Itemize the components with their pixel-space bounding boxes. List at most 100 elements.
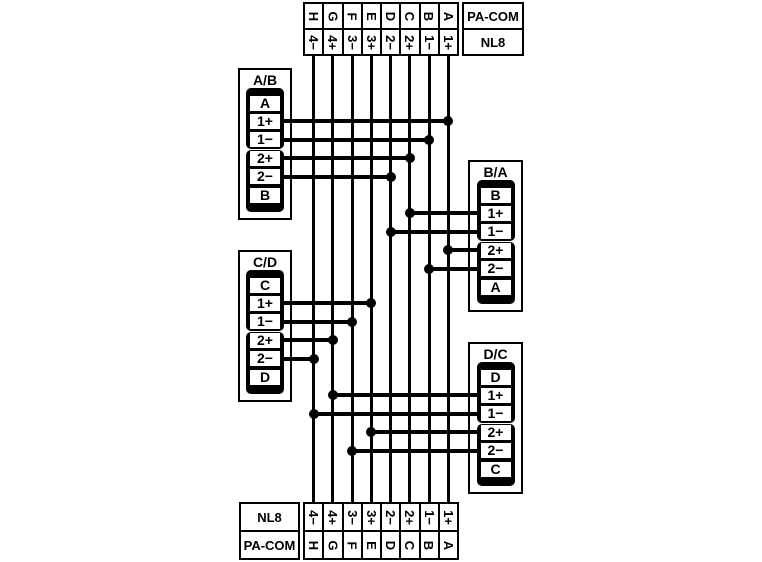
connector-title: C/D: [252, 254, 278, 270]
conductor-line-d: [389, 56, 393, 502]
top-header-circuit-cell: 1+: [439, 30, 457, 54]
wire-dc-1minus: [313, 411, 480, 416]
conductor-line-a: [446, 56, 450, 502]
bottom-header-circuit-label: 2+: [402, 509, 418, 525]
wire-cd-2plus: [281, 338, 333, 343]
pa-com-label: PA-COM: [464, 4, 522, 28]
bottom-header-circuit-cell: 1+: [439, 504, 457, 530]
bottom-header-circuit-cell: 3+: [362, 504, 380, 530]
wire-cd-1minus: [281, 319, 353, 324]
junction-dot-dc-2plus: [366, 427, 377, 438]
wire-dc-1plus: [332, 393, 480, 398]
junction-dot-ab-1minus: [424, 134, 435, 145]
terminal-cell: 2+: [480, 424, 511, 440]
bottom-header-circuit-label: 3+: [363, 509, 379, 525]
junction-dot-ba-2plus: [443, 245, 454, 256]
top-header-circuit-label: 4−: [306, 34, 322, 50]
top-header-label-box: PA-COM NL8: [462, 2, 524, 56]
wire-ab-1plus: [281, 119, 449, 124]
terminal-cell: C: [250, 277, 280, 293]
top-header-circuit-cell: 4−: [305, 30, 323, 54]
junction-dot-ba-1minus: [385, 226, 396, 237]
terminal-cell: 1+: [250, 113, 280, 129]
terminal-cell: 1−: [250, 314, 280, 330]
bottom-header-conductor-label: F: [344, 541, 360, 549]
bottom-header-conductor-cell: H: [305, 532, 323, 558]
junction-dot-cd-2minus: [308, 353, 319, 364]
top-header-conductor-cell: B: [420, 4, 438, 28]
bottom-header-circuit-cell: 2−: [382, 504, 400, 530]
bottom-header-circuit-cell: 4+: [324, 504, 342, 530]
wire-ab-2minus: [281, 174, 391, 179]
conductor-line-c: [408, 56, 412, 502]
top-header-conductor-label: D: [383, 11, 399, 21]
top-header-conductor-cell: A: [439, 4, 457, 28]
terminal-cell: 2−: [250, 169, 280, 185]
terminal-cell: B: [480, 187, 511, 203]
connector-title: B/A: [483, 164, 508, 180]
top-header-circuit-cell: 2+: [401, 30, 419, 54]
wire-ba-1minus: [390, 229, 480, 234]
terminal-cell: 2−: [480, 443, 511, 459]
top-header-conductor-cell: D: [382, 4, 400, 28]
terminal-cell: 1+: [480, 205, 511, 221]
terminal-cell: 2+: [250, 150, 280, 166]
top-header-circuit-label: 4+: [325, 34, 341, 50]
junction-dot-dc-1plus: [327, 390, 338, 401]
bottom-header-conductor-cell: A: [439, 532, 457, 558]
top-header-circuit-label: 3+: [363, 34, 379, 50]
bottom-header-conductor-cell: D: [382, 532, 400, 558]
bottom-header-conductor-label: C: [402, 540, 418, 550]
bottom-header-conductor-label: A: [440, 540, 456, 550]
bottom-header-conductor-cell: B: [420, 532, 438, 558]
bottom-header-conductor-cell: G: [324, 532, 342, 558]
top-header-circuit-label: 1+: [440, 34, 456, 50]
wire-dc-2plus: [371, 430, 480, 435]
top-header-circuit-cell: 2−: [382, 30, 400, 54]
top-header-circuit-label: 3−: [344, 34, 360, 50]
bottom-header-conductor-cell: E: [362, 532, 380, 558]
bottom-header-circuit-cell: 4−: [305, 504, 323, 530]
bottom-header-label-box: NL8 PA-COM: [239, 502, 300, 560]
top-header-circuit-cell: 3+: [362, 30, 380, 54]
terminal-cell: D: [480, 369, 511, 385]
connector-title: D/C: [483, 346, 508, 362]
top-header-conductor-label: F: [344, 12, 360, 20]
wire-dc-2minus: [352, 448, 480, 453]
terminal-cell: 1+: [480, 387, 511, 403]
bottom-header-conductor-label: B: [421, 540, 437, 550]
junction-dot-dc-1minus: [308, 408, 319, 419]
top-header-conductor-cell: G: [324, 4, 342, 28]
junction-dot-cd-1plus: [366, 298, 377, 309]
junction-dot-ba-2minus: [424, 263, 435, 274]
terminal-cell: 2−: [480, 261, 511, 277]
top-header-conductor-label: E: [363, 11, 379, 21]
conductor-line-g: [331, 56, 335, 502]
bottom-header-circuit-label: 4−: [306, 509, 322, 525]
terminal-cell: 2+: [250, 332, 280, 348]
top-header-circuit-cell: 3−: [343, 30, 361, 54]
pa-com-label: PA-COM: [241, 532, 298, 558]
top-header-conductor-label: H: [306, 11, 322, 21]
top-header-conductor-label: A: [440, 11, 456, 21]
top-header-circuit-label: 2+: [402, 34, 418, 50]
bottom-header-circuit-cell: 3−: [343, 504, 361, 530]
bottom-header-conductor-cell: C: [401, 532, 419, 558]
top-header-conductor-cell: C: [401, 4, 419, 28]
junction-dot-ab-1plus: [443, 116, 454, 127]
top-header-conductor-cell: F: [343, 4, 361, 28]
terminal-cell: 1−: [480, 224, 511, 240]
junction-dot-ab-2minus: [385, 171, 396, 182]
wire-ab-2plus: [281, 156, 410, 161]
terminal-cell: A: [250, 95, 280, 111]
terminal-cell: D: [250, 369, 280, 385]
bottom-header-circuit-label: 4+: [325, 509, 341, 525]
terminal-cell: 1+: [250, 295, 280, 311]
junction-dot-ab-2plus: [404, 153, 415, 164]
top-header-conductor-label: G: [325, 10, 341, 22]
bottom-header-conductor-label: H: [306, 540, 322, 550]
junction-dot-cd-1minus: [347, 316, 358, 327]
